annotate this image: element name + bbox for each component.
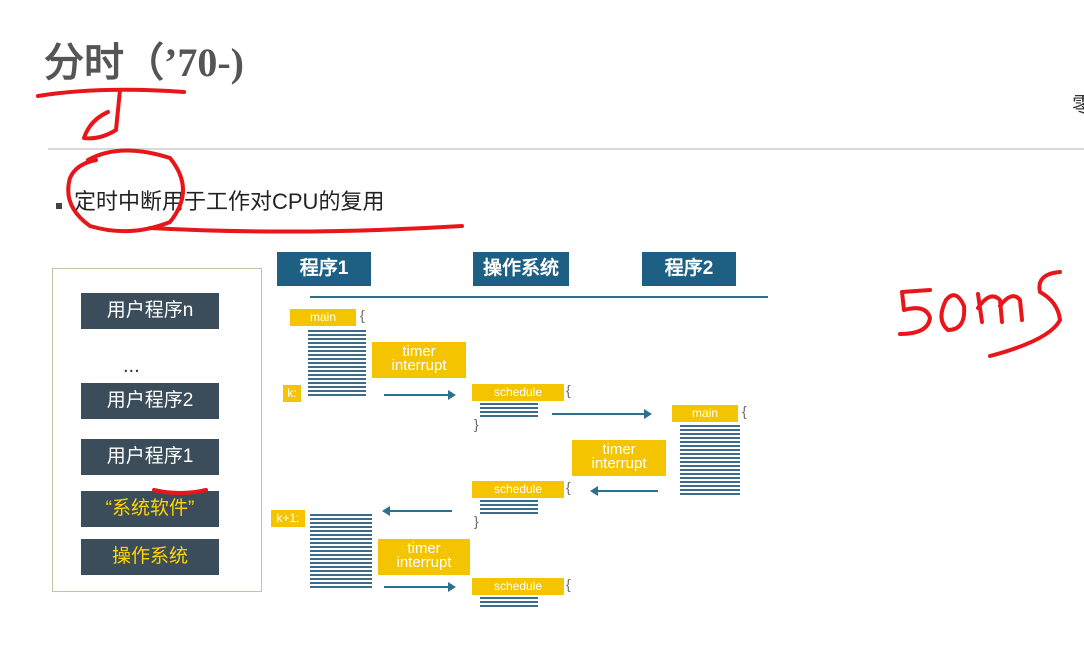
title-hook-ink <box>82 88 122 141</box>
title-divider <box>48 148 1084 150</box>
code-block-schedule-1 <box>480 403 538 417</box>
bullet-underline-ink <box>148 224 464 234</box>
brace-open-3: { <box>742 403 747 419</box>
arrow-to-schedule-3 <box>384 582 456 592</box>
code-block-schedule-2 <box>480 500 538 514</box>
stack-item-user-program-n: 用户程序n <box>81 293 219 329</box>
title-underline-ink <box>36 87 186 98</box>
timer-interrupt-3-line2: interrupt <box>396 554 452 571</box>
bullet-text: 定时中断用于工作对CPU的复用 <box>74 189 385 214</box>
slide-title: 分时（’70-) <box>44 40 244 85</box>
header-program-1: 程序1 <box>277 252 371 286</box>
timer-interrupt-3-line1: timer <box>407 540 441 557</box>
program-stack: 用户程序n ... 用户程序2 用户程序1 “系统软件” 操作系统 <box>52 268 262 592</box>
timer-interrupt-2: timer interrupt <box>572 440 666 476</box>
code-block-program-1a <box>308 330 366 398</box>
code-block-program-2 <box>680 425 740 497</box>
stack-ellipsis: ... <box>123 355 140 377</box>
brace-close-2: } <box>474 513 479 529</box>
code-block-schedule-3 <box>480 597 538 609</box>
timer-interrupt-2-line1: timer <box>602 441 636 458</box>
timer-interrupt-1-line2: interrupt <box>391 357 447 374</box>
schedule-tag-3: schedule <box>472 578 564 595</box>
stack-item-operating-system: 操作系统 <box>81 539 219 575</box>
brace-open-4: { <box>566 479 571 495</box>
main-tag-program-1: main <box>290 309 356 326</box>
timeline-rule <box>310 296 768 298</box>
stack-item-user-program-2: 用户程序2 <box>81 383 219 419</box>
stack-item-system-software: “系统软件” <box>81 491 219 527</box>
brace-open-2: { <box>566 382 571 398</box>
schedule-tag-2: schedule <box>472 481 564 498</box>
arrow-back-to-program-1 <box>382 506 452 516</box>
timer-interrupt-3: timer interrupt <box>378 539 470 575</box>
code-block-program-1b <box>310 514 372 590</box>
bullet-circle-ink <box>66 148 185 234</box>
brace-open-5: { <box>566 576 571 592</box>
schedule-tag-1: schedule <box>472 384 564 401</box>
brace-close-1: } <box>474 416 479 432</box>
timer-interrupt-1-line1: timer <box>402 343 436 360</box>
arrow-to-program-2 <box>552 409 652 419</box>
label-k-plus-1: k+1: <box>271 510 305 527</box>
handwritten-50ms-ink <box>898 270 1062 358</box>
corner-text: 零 <box>1072 93 1084 118</box>
header-program-2: 程序2 <box>642 252 736 286</box>
stack-item-underline-ink <box>152 488 208 495</box>
timer-interrupt-2-line2: interrupt <box>591 455 647 472</box>
timer-interrupt-1: timer interrupt <box>372 342 466 378</box>
header-operating-system: 操作系统 <box>473 252 569 286</box>
stack-item-user-program-1: 用户程序1 <box>81 439 219 475</box>
arrow-back-to-schedule-2 <box>590 486 658 496</box>
brace-open-1: { <box>360 307 365 323</box>
bullet-marker <box>56 203 62 209</box>
arrow-to-schedule-1 <box>384 390 456 400</box>
main-tag-program-2: main <box>672 405 738 422</box>
label-k: k: <box>283 385 301 402</box>
